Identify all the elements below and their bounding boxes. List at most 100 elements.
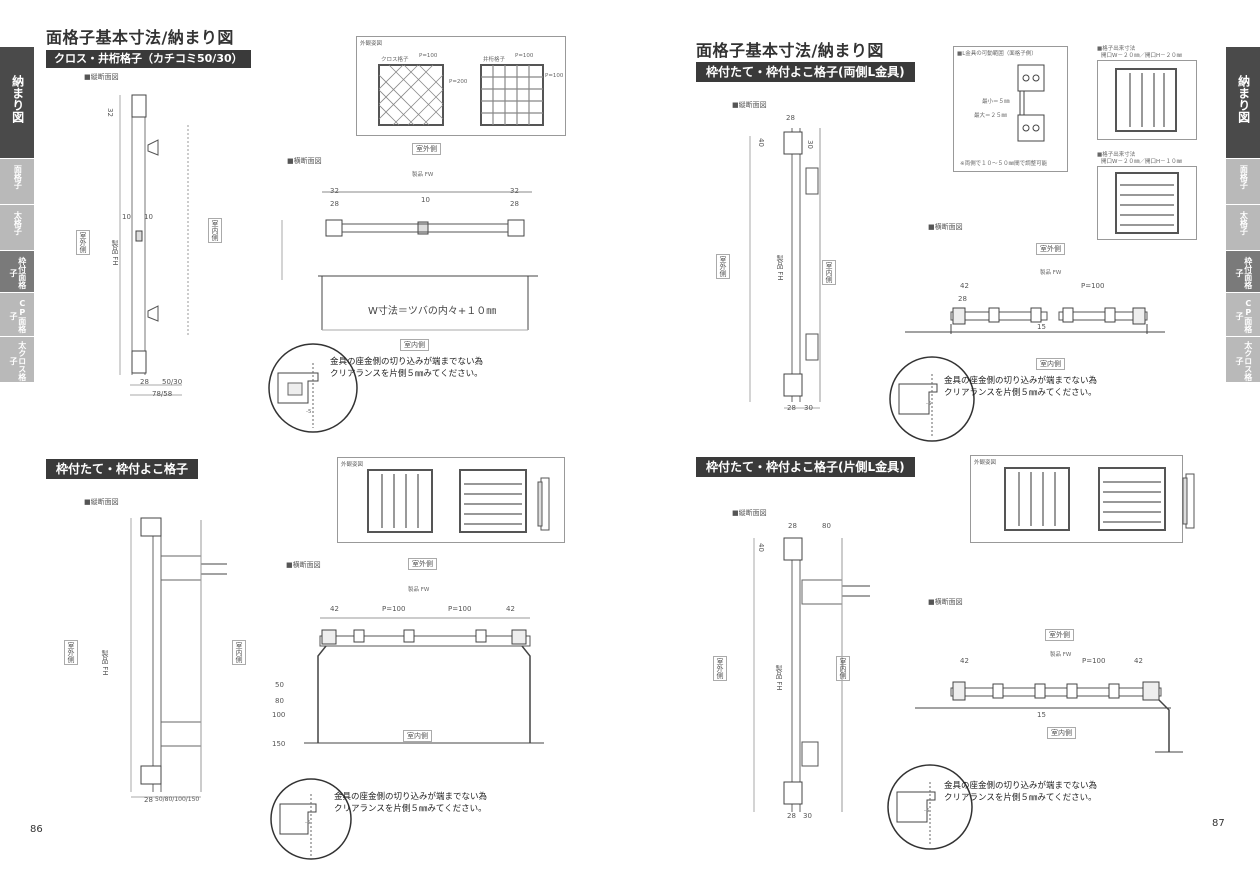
label-elevation: 外観姿図 <box>360 41 383 47</box>
inside-label-r2: 室内側 <box>836 656 850 681</box>
inside-label-r1: 室内側 <box>822 260 836 285</box>
tab-wakutsuki[interactable]: 枠付面格子 <box>1226 251 1260 293</box>
inside-label-h: 室内側 <box>400 339 429 351</box>
tab-futocross[interactable]: 太クロス格子 <box>0 337 34 383</box>
dim-50-30: 50/30 <box>162 378 183 386</box>
clearance-note-r1-line2: クリアランスを片側５㎜みてください。 <box>944 388 1097 398</box>
dim-30-r1b: 30 <box>804 404 813 412</box>
tab-mengoushi[interactable]: 面格子 <box>0 159 34 205</box>
page-title-right: 面格子基本寸法/納まり図 <box>696 41 884 60</box>
tab-label: 納まり図 <box>1236 75 1251 123</box>
tab-label: 太格子 <box>13 211 23 235</box>
vertical-lattice-icon <box>1115 68 1177 132</box>
dim-28-r2b: 28 <box>787 812 796 820</box>
side-profile-icon <box>537 477 550 531</box>
outside-label-hr2: 室外側 <box>1045 629 1074 641</box>
left-index-tabs: 納まり図 面格子 太格子 枠付面格子 CP面格子 太クロス格子 <box>0 47 34 383</box>
horizontal-section-drawing-r1 <box>905 307 1165 334</box>
clearance-note-r2-line2: クリアランスを片側５㎜みてください。 <box>944 793 1097 803</box>
dim-42-l: 42 <box>330 605 339 613</box>
tab-futogoushi[interactable]: 太格子 <box>1226 205 1260 251</box>
dim-42-r2b: 42 <box>1134 657 1143 665</box>
page-number-right: 87 <box>1212 818 1225 829</box>
detail-circle <box>268 343 358 433</box>
label-vertical-section-2: ■縦断面図 <box>84 498 119 506</box>
dim-50: 50 <box>275 681 284 689</box>
dim-28-r1b: 28 <box>787 404 796 412</box>
adjust-min: 最小＝５㎜ <box>982 99 1010 105</box>
dim-minus5-r1: -5 <box>926 401 932 407</box>
l-bracket-icon <box>1017 64 1045 142</box>
dim-10-c: 10 <box>421 196 430 204</box>
outer1-frame <box>1097 60 1197 140</box>
section-band-cross: クロス・井桁格子（カチコミ50/30） <box>46 50 251 68</box>
dim-28-r1: 28 <box>786 114 795 122</box>
label-outer2: ■格子出来寸法 <box>1097 152 1136 158</box>
horizontal-lattice-icon <box>1115 172 1179 234</box>
horizontal-section-drawing-2 <box>304 617 544 744</box>
elevation-frame-r2: 外観姿図 <box>970 455 1183 543</box>
clearance-note-2-line1: 金具の座金側の切り込みが端までない為 <box>334 792 488 802</box>
label-elevation: 外観姿図 <box>974 460 997 466</box>
tab-osamari[interactable]: 納まり図 <box>1226 47 1260 159</box>
elevation-frame-2: 外観姿図 <box>337 457 565 543</box>
section-band-katagawa: 枠付たて・枠付よこ格子(片側L金具) <box>696 457 915 477</box>
label-horizontal-section-2: ■横断面図 <box>286 561 321 569</box>
vertical-lattice-icon <box>1004 467 1070 531</box>
vertical-section-drawing <box>119 94 189 396</box>
page-title-left: 面格子基本寸法/納まり図 <box>46 28 234 47</box>
detail-circle-2 <box>270 778 352 860</box>
tab-futocross[interactable]: 太クロス格子 <box>1226 337 1260 383</box>
section-band-wakutsuki: 枠付たて・枠付よこ格子 <box>46 459 199 479</box>
igeta-lattice-icon <box>480 64 544 126</box>
dim-fh-2: 製品 FH <box>101 650 109 676</box>
dim-fw-2: 製品 FW <box>408 587 430 593</box>
detail-circle-r2 <box>887 764 973 850</box>
w-dim-text: W寸法＝ツバの内々+１０㎜ <box>368 306 497 317</box>
horizontal-lattice-icon <box>459 469 527 533</box>
vertical-section-drawing-2 <box>130 517 227 798</box>
page-number-left: 86 <box>30 824 43 835</box>
dim-42-r2a: 42 <box>960 657 969 665</box>
adjust-max: 最大＝２５㎜ <box>974 113 1008 119</box>
dim-28-l: 28 <box>330 200 339 208</box>
tab-cp[interactable]: CP面格子 <box>1226 293 1260 337</box>
dim-42-r1: 42 <box>960 282 969 290</box>
tab-label: 面格子 <box>1239 165 1249 189</box>
detail-circle-r1 <box>889 356 975 442</box>
inside-label-h2: 室内側 <box>403 730 432 742</box>
tab-mengoushi[interactable]: 面格子 <box>1226 159 1260 205</box>
dim-bottom-2: 50/80/100/150 <box>155 796 200 803</box>
dim-28-bottom: 28 <box>140 378 149 386</box>
horizontal-section-drawing-r2 <box>915 681 1183 753</box>
dim-fh-r1: 製品 FH <box>776 255 784 281</box>
dim-30-r2b: 30 <box>803 812 812 820</box>
tab-futogoushi[interactable]: 太格子 <box>0 205 34 251</box>
tab-wakutsuki[interactable]: 枠付面格子 <box>0 251 34 293</box>
clearance-note-2-line2: クリアランスを片側５㎜みてください。 <box>334 804 487 814</box>
dim-p100-r1: P=100 <box>1081 282 1105 290</box>
dim-80: 80 <box>275 697 284 705</box>
outside-label-r1: 室外側 <box>716 254 730 279</box>
tab-label: 枠付面格子 <box>9 256 27 289</box>
outside-label-h: 室外側 <box>412 143 441 155</box>
dim-15-r1: 15 <box>1037 323 1046 331</box>
dim-p100-r2: P=100 <box>1082 657 1106 665</box>
horizontal-section-drawing <box>281 191 538 331</box>
label-horizontal-section-r2: ■横断面図 <box>928 598 963 606</box>
dim-fw-r2: 製品 FW <box>1050 652 1072 658</box>
adjust-range-frame: ■L金具の可動範囲（面格子側） 最小＝５㎜ 最大＝２５㎜ ※両側で１０～５０㎜間… <box>953 46 1068 172</box>
dim-minus5: -5 <box>306 409 312 415</box>
clearance-note-line2: クリアランスを片側５㎜みてください。 <box>330 369 483 379</box>
cross-lattice-icon <box>378 64 444 126</box>
tab-cp[interactable]: CP面格子 <box>0 293 34 337</box>
dim-150: 150 <box>272 740 286 748</box>
clearance-note-r1-line1: 金具の座金側の切り込みが端までない為 <box>944 376 1098 386</box>
dim-42-r: 42 <box>506 605 515 613</box>
dim-p100-igeta: P=100 <box>515 53 534 59</box>
tab-osamari[interactable]: 納まり図 <box>0 47 34 159</box>
label-horizontal-section-r1: ■横断面図 <box>928 223 963 231</box>
label-horizontal-section: ■横断面図 <box>287 157 322 165</box>
dim-p100-igeta-side: P=100 <box>545 73 564 79</box>
vertical-section-drawing-r2 <box>753 537 870 812</box>
